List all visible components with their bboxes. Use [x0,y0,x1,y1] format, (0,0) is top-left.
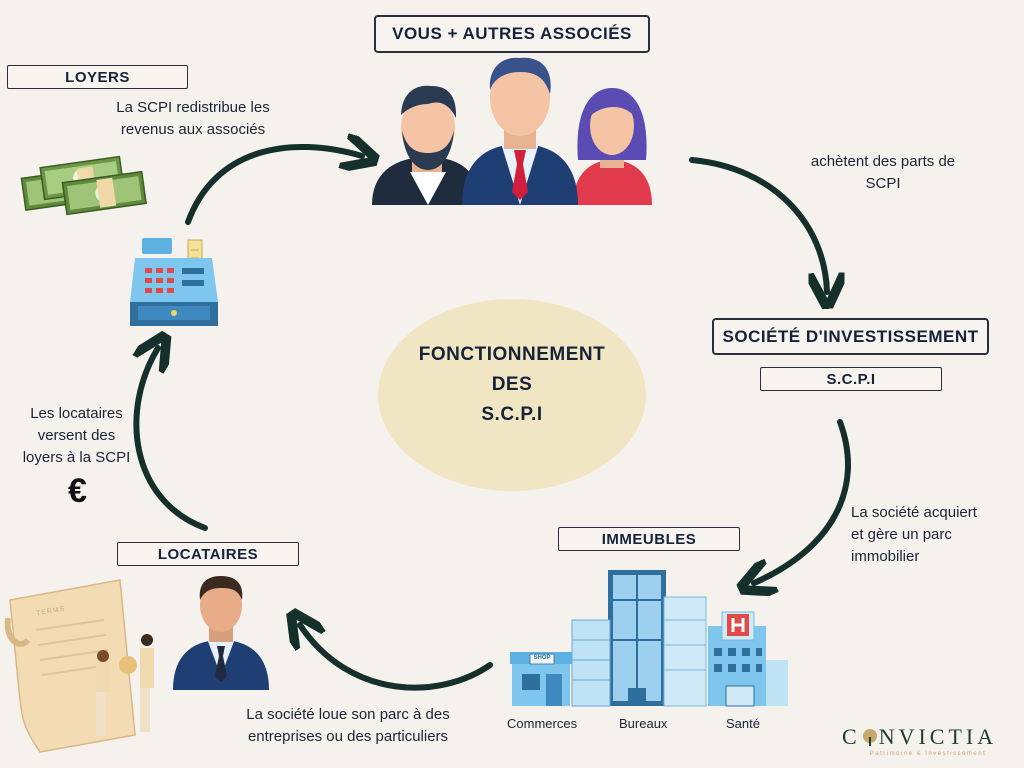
associes-label: VOUS + AUTRES ASSOCIÉS [392,24,632,43]
achetent-line2: SCPI [865,175,901,192]
shop-sign: SHOP [533,655,551,661]
societe-label: SOCIÉTÉ D'INVESTISSEMENT [722,326,979,346]
bureaux-label: Bureaux [619,716,668,731]
scpi-box: S.C.P.I [760,367,942,391]
redistribue-line2: revenus aux associés [120,121,266,138]
associes-box: VOUS + AUTRES ASSOCIÉS [374,15,650,53]
loyers-box: LOYERS [7,65,188,89]
versent-line3: loyers à la SCPI [22,449,131,466]
acquiert-line1: La société acquiert [851,504,977,521]
loyers-label: LOYERS [65,68,130,86]
arrow-loyers-to-associes [185,147,362,225]
versent-text: Les locataires versent des loyers à la S… [10,403,143,469]
brand-logo: C NVICTIA [842,724,1012,750]
brand-name-pre: C [842,724,861,749]
center-title: FONCTIONNEMENT DES S.C.P.I [392,340,632,430]
acquiert-line2: et gère un parc [851,526,952,543]
immeubles-box: IMMEUBLES [558,527,740,551]
commerces-label: Commerces [507,716,578,731]
arrow-scpi-to-immeubles [754,419,851,583]
center-title-line1: FONCTIONNEMENT [418,344,606,365]
immeubles-label: IMMEUBLES [601,530,697,548]
versent-line1: Les locataires [30,405,123,422]
loue-line2: entreprises ou des particuliers [247,728,449,745]
center-title-line2: DES [491,374,533,395]
loue-line1: La société loue son parc à des [246,706,450,723]
locataires-label: LOCATAIRES [157,545,259,563]
euro-icon: € [68,472,87,510]
center-title-line3: S.C.P.I [481,404,543,425]
locataires-box: LOCATAIRES [117,542,299,566]
achetent-line1: achètent des parts de [810,153,956,170]
scpi-label: S.C.P.I [826,370,876,388]
redistribue-text: La SCPI redistribue les revenus aux asso… [98,97,288,141]
brand-name-post: NVICTIA [878,724,998,749]
loue-text: La société loue son parc à des entrepris… [223,704,473,748]
brand-tagline: Patrimoine & Investissement [869,751,987,757]
societe-box: SOCIÉTÉ D'INVESTISSEMENT [712,318,989,355]
acquiert-line3: immobilier [851,548,920,565]
sante-label: Santé [726,716,760,731]
center-ellipse [378,299,646,491]
versent-line2: versent des [37,427,116,444]
arrow-immeubles-to-locataires [300,625,493,691]
redistribue-line1: La SCPI redistribue les [116,99,270,116]
brand-tree-icon [861,726,879,746]
arrow-associes-to-societe [689,157,827,292]
achetent-text: achètent des parts de SCPI [793,151,973,195]
acquiert-text: La société acquiert et gère un parc immo… [851,502,1021,568]
arrow-locataires-to-loyers [136,348,208,531]
